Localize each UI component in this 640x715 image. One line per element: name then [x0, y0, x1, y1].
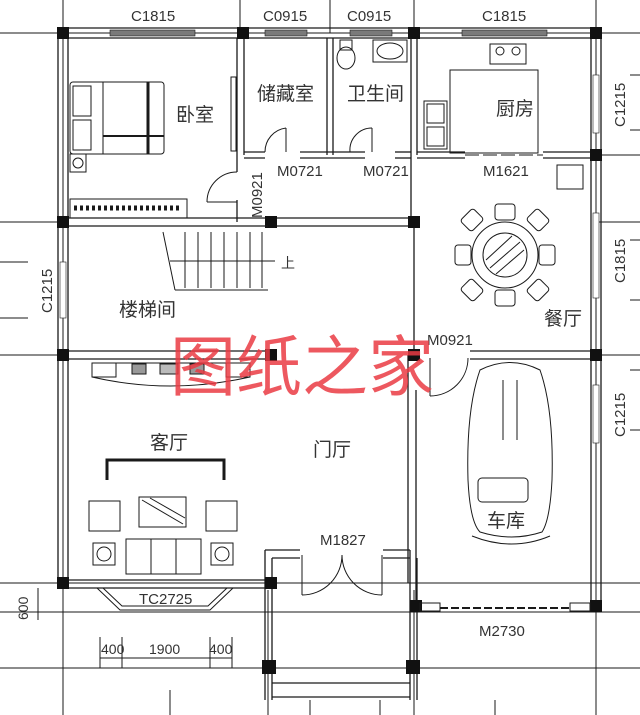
toilet [339, 39, 353, 51]
window-label-top-bedroom: C1815 [131, 8, 175, 25]
window-c1815-dining-right [592, 212, 600, 299]
fridge [556, 164, 584, 190]
dim-bay-middle: 1900 [149, 641, 180, 657]
room-label-bathroom: 卫生间 [347, 83, 404, 105]
stairs [162, 225, 275, 291]
window-c1815-kitchen [461, 29, 548, 37]
window-c1815-bedroom [109, 29, 196, 37]
window-c1215-kitchen-right [592, 74, 600, 134]
bay-window [96, 587, 234, 611]
room-label-bedroom: 卧室 [176, 104, 214, 126]
walls [57, 27, 602, 700]
room-label-stairwell: 楼梯间 [119, 299, 176, 321]
dim-bay-left: 400 [101, 641, 125, 657]
window-label-bay: TC2725 [139, 591, 192, 608]
window-c0915-bath [349, 29, 393, 37]
bed [69, 81, 165, 155]
wardrobe [69, 198, 188, 219]
window-c1215-stair-left [59, 261, 67, 319]
window-label-right-dining: C1815 [612, 239, 629, 283]
door-label-bedroom: M0921 [249, 172, 266, 218]
window-label-right-kitchen: C1215 [612, 83, 629, 127]
dim-bay-right: 400 [209, 641, 233, 657]
furniture [69, 39, 584, 611]
room-label-kitchen: 厨房 [496, 98, 534, 120]
window-label-right-garage: C1215 [612, 393, 629, 437]
doors [206, 127, 591, 612]
dim-bay-depth: 600 [15, 596, 31, 620]
room-label-living: 客厅 [150, 432, 188, 454]
stair-up-label: 上 [281, 256, 295, 272]
window-c1215-garage-right [592, 384, 600, 444]
stove [489, 43, 527, 65]
watermark: 图纸之家 [170, 329, 434, 406]
dining-table [454, 203, 556, 307]
window-label-left-stair: C1215 [39, 269, 56, 313]
windows [59, 29, 600, 444]
dimension-lines [37, 588, 496, 715]
room-label-foyer: 门厅 [313, 439, 351, 461]
room-label-dining: 餐厅 [544, 308, 582, 330]
window-label-top-kitchen: C1815 [482, 8, 526, 25]
columns [57, 27, 602, 674]
sofa-set [88, 458, 238, 575]
room-label-garage: 车库 [487, 510, 525, 532]
door-label-garage: M2730 [479, 623, 525, 640]
door-label-bath: M0721 [363, 163, 409, 180]
car [467, 362, 553, 545]
door-label-entrance: M1827 [320, 532, 366, 549]
door-label-storage: M0721 [277, 163, 323, 180]
window-c0915-storage [264, 29, 308, 37]
door-label-kitchen: M1621 [483, 163, 529, 180]
window-label-top-bath: C0915 [347, 8, 391, 25]
room-label-storage: 储藏室 [257, 83, 314, 105]
window-label-top-storage: C0915 [263, 8, 307, 25]
door-label-dining-garage: M0921 [427, 332, 473, 349]
sink [423, 100, 448, 150]
basin [372, 39, 408, 63]
